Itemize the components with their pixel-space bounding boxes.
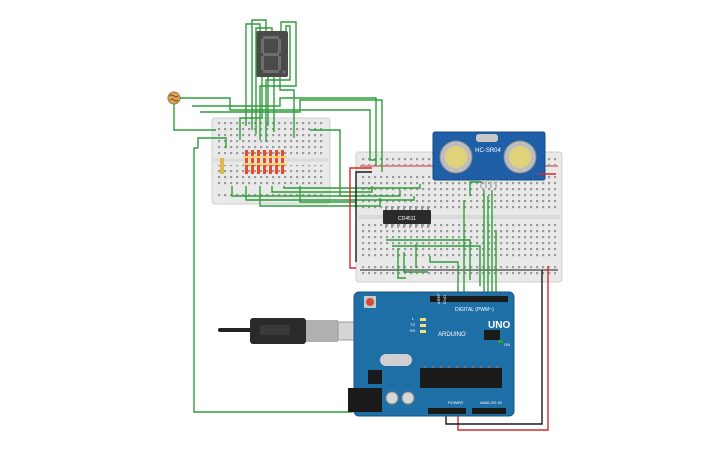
photoresistor — [167, 91, 181, 105]
aref-label: AREF — [436, 293, 441, 304]
digital-pwm-label: DIGITAL (PWM~) — [455, 307, 494, 313]
gnd-label: GND — [442, 295, 447, 304]
ultrasonic-label: HC-SR04 — [475, 148, 501, 154]
led-on-label: ON — [504, 342, 510, 347]
arduino-logo-text: ARDUINO — [438, 332, 466, 338]
led-tx-label: TX — [410, 322, 415, 327]
power-header-label: POWER — [448, 400, 463, 405]
led-rx-label: RX — [410, 328, 416, 333]
seven-segment-display — [256, 31, 288, 77]
signal-wires — [173, 19, 497, 413]
decoder-ic: CD4511 — [383, 206, 431, 228]
power-wires — [349, 167, 556, 431]
ultrasonic-sensor: HC-SR04 — [432, 131, 546, 188]
led-l-label: L — [412, 316, 415, 321]
arduino-board: DIGITAL (PWM~) UNO ARDUINO L TX RX ON PO… — [348, 291, 515, 417]
resistor-array — [220, 150, 287, 174]
uno-label: UNO — [488, 320, 510, 331]
usb-cable — [218, 318, 369, 344]
analog-header-label: ANALOG IN — [480, 400, 502, 405]
decoder-ic-label: CD4511 — [398, 216, 416, 222]
